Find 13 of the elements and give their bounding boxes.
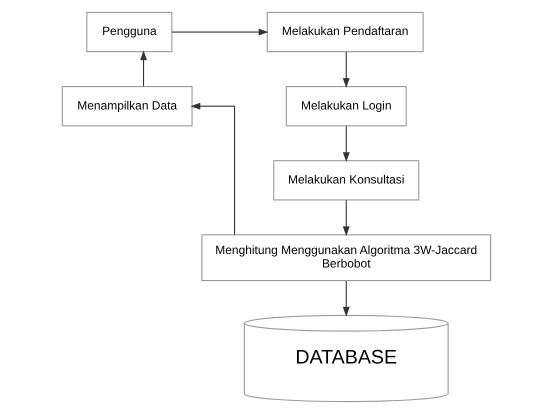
node-box: Melakukan Konsultasi bbox=[272, 160, 419, 200]
arrow bbox=[172, 28, 268, 36]
node-box: Menghitung Menggunakan Algoritma 3W-Jaccard Berbobot bbox=[200, 234, 491, 282]
arrow bbox=[342, 126, 350, 162]
arrow bbox=[190, 102, 235, 235]
node-box: Pengguna bbox=[86, 12, 172, 52]
arrow bbox=[342, 281, 350, 317]
node-box: Menampilkan Data bbox=[61, 86, 192, 126]
arrow bbox=[342, 52, 350, 88]
arrow bbox=[342, 200, 350, 236]
node-box: Melakukan Pendaftaran bbox=[266, 12, 424, 52]
node-box: Melakukan Login bbox=[285, 86, 406, 126]
arrow bbox=[140, 50, 146, 86]
